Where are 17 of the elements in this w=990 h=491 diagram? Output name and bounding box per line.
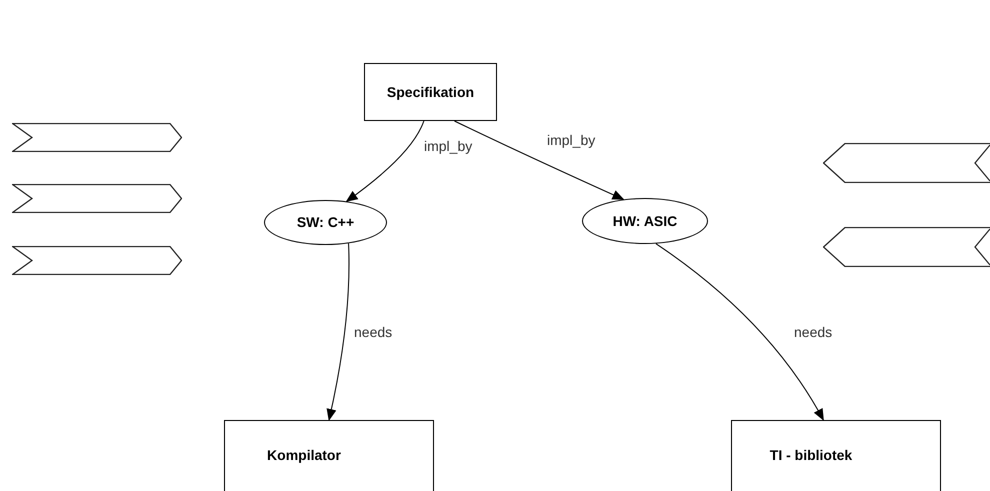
arrow [454, 120, 624, 200]
process-box [224, 420, 434, 491]
node-text: TI - bibliotek [770, 446, 852, 465]
arrow [326, 242, 350, 421]
chevron-shape [823, 143, 990, 183]
node-text: HW: ASIC [612, 212, 678, 230]
node-text: Kompilator [267, 446, 341, 465]
node-text: Specifikation [386, 82, 474, 102]
chevron-shape [823, 227, 990, 267]
chevron-shape [12, 123, 182, 152]
chevron-shape [12, 246, 182, 275]
arrow [346, 120, 424, 202]
chevron-shape [12, 184, 182, 213]
node-text: SW: C++ [296, 213, 354, 232]
arrow [655, 243, 824, 421]
process-box [731, 420, 941, 491]
process-box [364, 63, 497, 121]
